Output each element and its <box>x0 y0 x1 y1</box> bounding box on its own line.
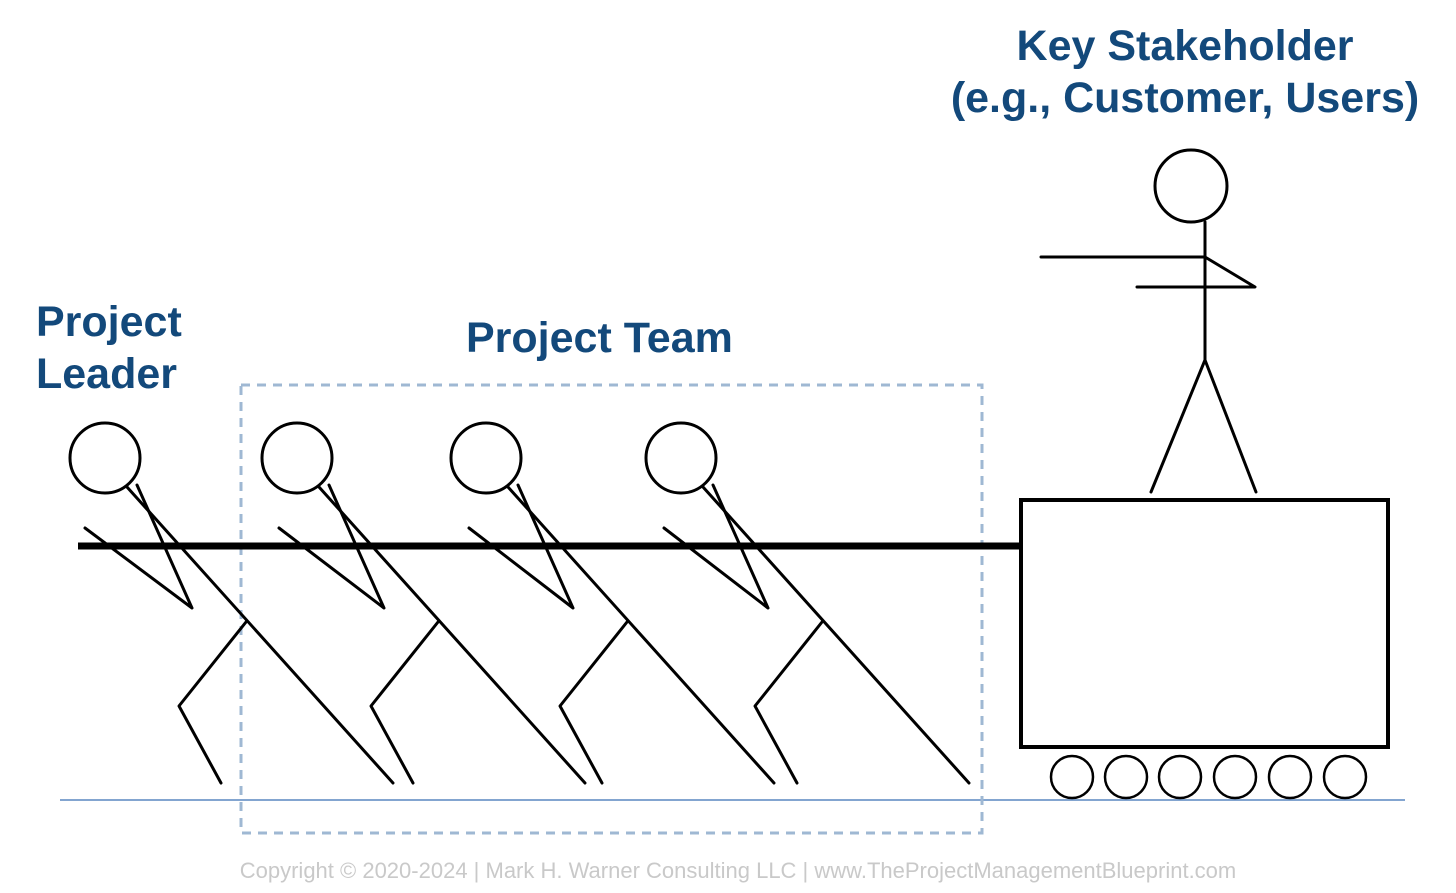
cart-wheels <box>1049 754 1368 800</box>
cart-box <box>1019 498 1390 749</box>
key-stakeholder-label-line2: (e.g., Customer, Users) <box>950 74 1420 122</box>
cart-wheel <box>1267 754 1313 800</box>
project-team-box <box>239 383 984 835</box>
copyright-notice: Copyright © 2020-2024 | Mark H. Warner C… <box>239 858 1237 883</box>
project-leader-label-line1: Project <box>36 298 182 346</box>
key-stakeholder-figure <box>1039 148 1258 494</box>
team-member-figure <box>644 421 971 785</box>
cart-wheel <box>1212 754 1258 800</box>
stakeholder-cart <box>1019 498 1390 800</box>
key-stakeholder-label: Key Stakeholder (e.g., Customer, Users) <box>925 20 1445 124</box>
cart-wheel <box>1322 754 1368 800</box>
project-team-label: Project Team <box>466 314 733 362</box>
cart-wheel <box>1157 754 1203 800</box>
project-leader-label: Project Leader <box>36 296 226 400</box>
project-leader-label-line2: Leader <box>36 350 178 398</box>
team-member-figure <box>260 421 587 785</box>
team-member-figure <box>449 421 776 785</box>
cart-wheel <box>1103 754 1149 800</box>
project-leader-figure <box>68 421 395 785</box>
cart-wheel <box>1049 754 1095 800</box>
key-stakeholder-label-line1: Key Stakeholder <box>1016 22 1354 70</box>
